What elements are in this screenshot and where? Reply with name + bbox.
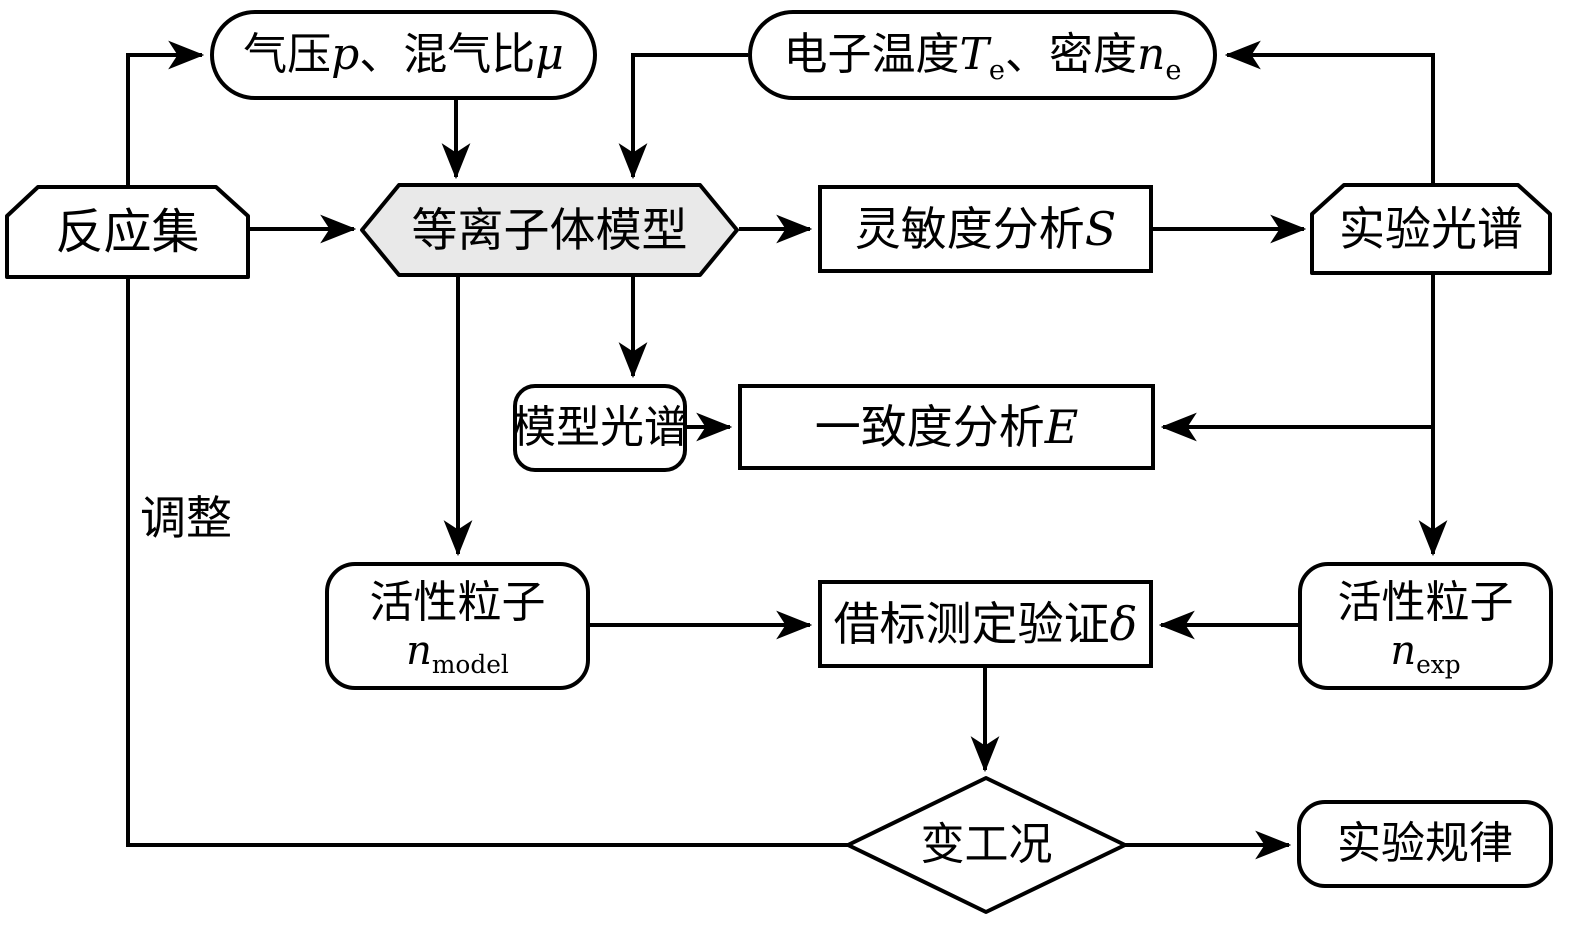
electron-temperature-density-label: 电子温度Te、密度ne xyxy=(783,28,1182,86)
node-electron-temperature-density: 电子温度Te、密度ne xyxy=(748,10,1217,100)
node-active-particles-model: 活性粒子 nmodel xyxy=(325,562,590,690)
edge-expspectrum-to-electron xyxy=(1224,40,1435,185)
condition-diamond xyxy=(846,776,1127,914)
edge-feedback-adjust xyxy=(126,40,850,847)
consistency-analysis-label: 一致度分析E xyxy=(814,399,1079,454)
node-model-spectrum: 模型光谱 xyxy=(512,384,688,472)
node-gas-pressure: 气压p、混气比μ xyxy=(210,10,597,100)
node-active-particles-exp: 活性粒子 nexp xyxy=(1298,562,1553,690)
active-particles-model-label: 活性粒子 xyxy=(369,576,546,628)
node-experimental-law: 实验规律 xyxy=(1297,800,1553,888)
adjust-label: 调整 xyxy=(140,491,232,545)
plasma-model-label: 等离子体模型 xyxy=(411,202,688,257)
reaction-set-label: 反应集 xyxy=(55,203,200,260)
sensitivity-analysis-label: 灵敏度分析S xyxy=(854,201,1117,256)
active-particles-exp-label: 活性粒子 xyxy=(1337,576,1514,628)
plasma-model-hexagon xyxy=(360,183,739,277)
reaction-set-shape xyxy=(5,185,250,279)
condition-label: 变工况 xyxy=(920,818,1053,870)
experimental-spectrum-shape xyxy=(1310,183,1552,275)
edge-electron-to-model xyxy=(618,53,748,180)
node-calibration-verification: 借标测定验证δ xyxy=(818,580,1153,668)
n-exp-symbol: nexp xyxy=(1390,628,1461,680)
calibration-verification-label: 借标测定验证δ xyxy=(833,596,1138,651)
model-spectrum-label: 模型光谱 xyxy=(512,401,688,453)
node-consistency-analysis: 一致度分析E xyxy=(738,384,1155,470)
gas-pressure-label: 气压p、混气比μ xyxy=(243,28,564,80)
experimental-spectrum-label: 实验光谱 xyxy=(1339,201,1523,256)
node-sensitivity-analysis: 灵敏度分析S xyxy=(818,185,1153,273)
n-model-symbol: nmodel xyxy=(406,628,509,680)
experimental-law-label: 实验规律 xyxy=(1337,817,1513,869)
